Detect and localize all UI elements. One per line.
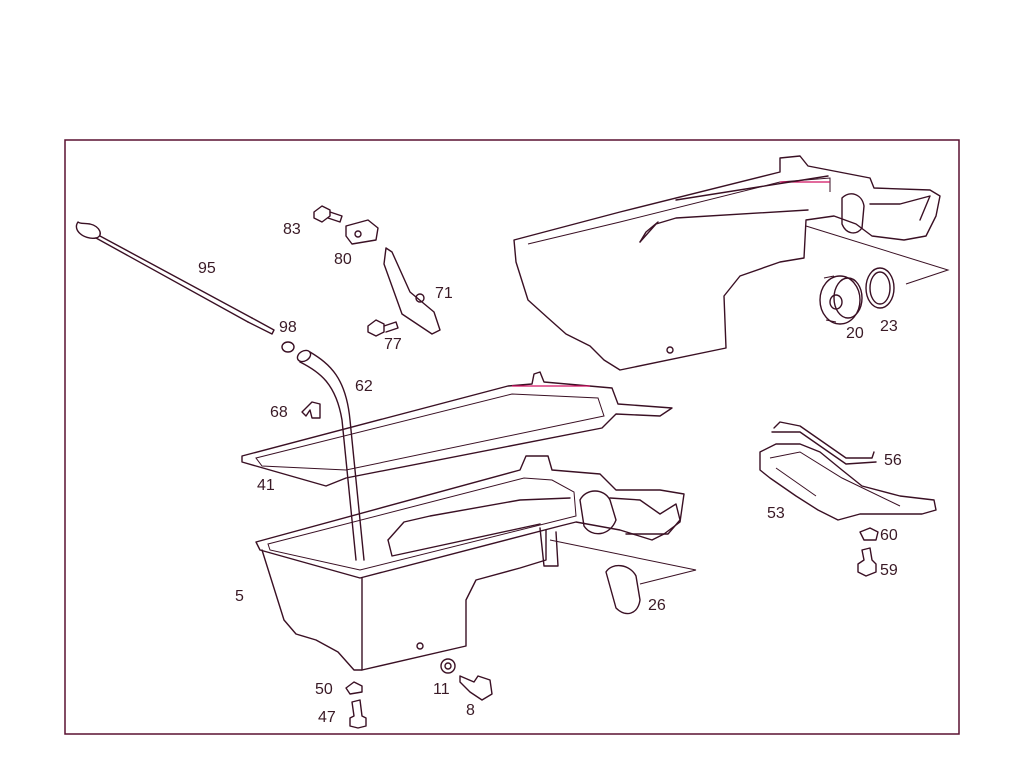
drain-plug-8 [459, 675, 493, 701]
label-11: 11 [433, 681, 450, 698]
label-59: 59 [880, 562, 898, 579]
dipstick-tube-62 [296, 349, 365, 561]
tray-53 [759, 443, 937, 521]
upper-oil-pan [513, 155, 950, 371]
o-ring-23 [865, 267, 895, 309]
rod-56 [771, 421, 877, 465]
label-83: 83 [283, 221, 301, 238]
label-23: 23 [880, 318, 898, 335]
label-71: 71 [435, 285, 453, 302]
label-95: 95 [198, 260, 216, 277]
gasket-41 [241, 371, 673, 487]
bolt-83 [313, 205, 343, 223]
label-68: 68 [270, 404, 288, 421]
label-5: 5 [235, 588, 244, 605]
bracket-71 [383, 247, 441, 335]
oil-pan-5 [255, 455, 697, 671]
label-62: 62 [355, 378, 373, 395]
label-56: 56 [884, 452, 902, 469]
washer-98 [281, 341, 295, 353]
label-98: 98 [279, 319, 297, 336]
bolt-59 [857, 547, 877, 577]
dipstick [75, 221, 275, 335]
label-53: 53 [767, 505, 785, 522]
cover-26 [605, 565, 641, 615]
washer-11 [440, 658, 456, 674]
diagram-frame [64, 139, 960, 735]
label-77: 77 [384, 336, 402, 353]
label-50: 50 [315, 681, 333, 698]
clip-60 [859, 527, 879, 541]
label-60: 60 [880, 527, 898, 544]
bolt-47 [349, 699, 367, 729]
label-80: 80 [334, 251, 352, 268]
label-20: 20 [846, 325, 864, 342]
bolt-77 [367, 319, 399, 337]
label-41: 41 [257, 477, 275, 494]
label-8: 8 [466, 702, 475, 719]
clamp-68 [301, 401, 321, 419]
washer-50 [345, 681, 363, 695]
label-26: 26 [648, 597, 666, 614]
clip-80 [345, 219, 379, 245]
pulley-20 [819, 275, 863, 325]
label-47: 47 [318, 709, 336, 726]
